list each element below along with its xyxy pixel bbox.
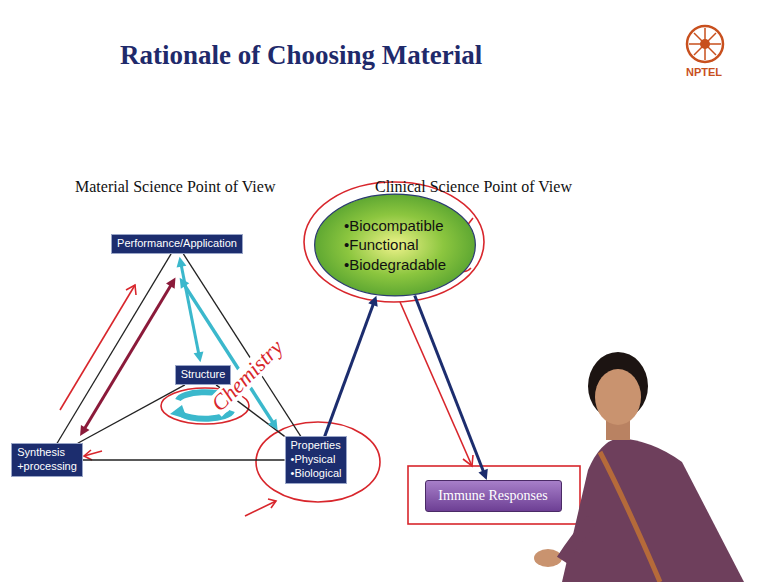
arrow-head [80, 425, 89, 436]
slide-title: Rationale of Choosing Material [120, 40, 482, 71]
node-text: Synthesis +processing [17, 446, 77, 474]
arrow-head [194, 351, 204, 362]
process-box: Performance/Application [111, 234, 243, 254]
node-text: Performance/Application [117, 237, 237, 251]
connector [415, 295, 488, 480]
connector [83, 460, 285, 461]
logo-mark [687, 26, 723, 62]
node-text: •Functional [344, 235, 446, 255]
text-block: •Biocompatible•Functional•Biodegradable [344, 216, 446, 275]
node-text: •Physical [291, 453, 342, 467]
presenter-figure [534, 352, 744, 582]
node-text: •Biodegradable [344, 255, 446, 275]
arrow-head [180, 278, 190, 289]
red-annotation [60, 182, 580, 524]
process-box: Synthesis +processing [11, 443, 83, 477]
connector [57, 254, 171, 443]
logo-text: NPTEL [686, 66, 722, 78]
process-box: Immune Responses [425, 480, 562, 512]
arrow-head [478, 469, 487, 480]
connector-line [325, 303, 374, 436]
arrow-head [368, 296, 377, 307]
connector [80, 278, 175, 437]
connector-line [183, 254, 300, 437]
view-heading: Material Science Point of View [75, 178, 275, 196]
process-box: Structure [175, 365, 232, 385]
connector-line [57, 254, 171, 443]
arrow-head [166, 278, 175, 289]
connector [325, 296, 378, 437]
connector-line [83, 459, 285, 460]
connector [183, 254, 300, 437]
view-heading: Clinical Science Point of View [375, 178, 572, 196]
node-text: Properties [291, 439, 342, 453]
process-box: Properties•Physical•Biological [285, 436, 348, 483]
node-text: Structure [181, 368, 226, 382]
arrow-head [268, 419, 278, 430]
node-text: •Biocompatible [344, 216, 446, 236]
connector-line [84, 284, 171, 429]
node-text: •Biological [291, 467, 342, 481]
arrow-head [177, 257, 187, 268]
oval-node: •Biocompatible•Functional•Biodegradable [313, 193, 477, 297]
node-text: Immune Responses [438, 488, 547, 504]
connector-line [415, 295, 484, 472]
connector-line [181, 265, 199, 355]
